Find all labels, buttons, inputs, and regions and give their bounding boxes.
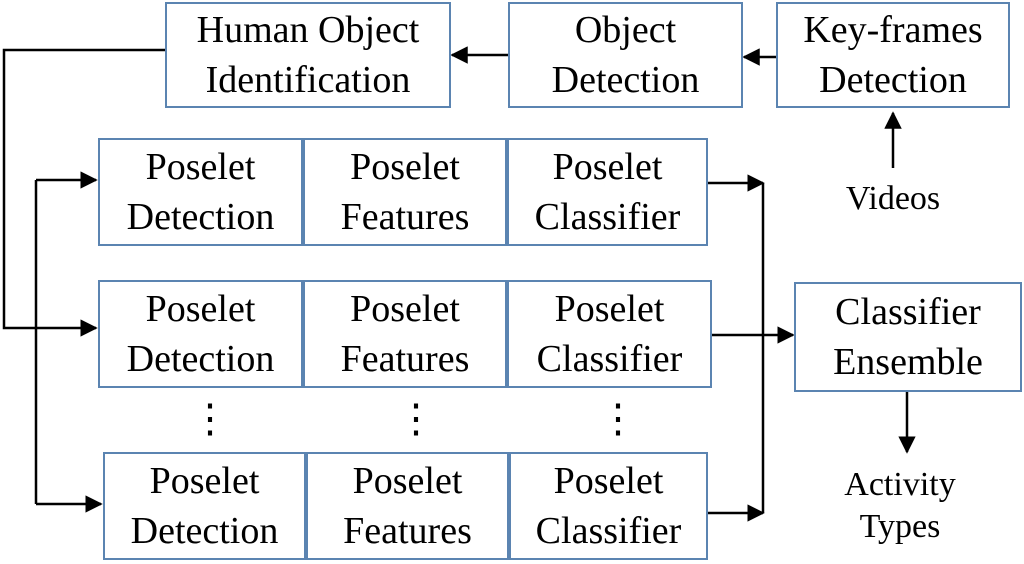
poselet-features-box: Poselet Features	[303, 138, 507, 246]
box-line: Detection	[126, 338, 275, 380]
box-line: Ensemble	[833, 341, 983, 383]
box-line: Classifier	[535, 510, 682, 552]
poselet-detection-box: Poselet Detection	[103, 452, 306, 560]
object-detection-box: Object Detection	[508, 2, 743, 108]
poselet-classifier-box: Poselet Classifier	[507, 280, 712, 388]
activity-types-label: Activity Types	[830, 464, 970, 548]
box-line: Classifier	[534, 196, 681, 238]
keyframes-detection-box: Key-frames Detection	[776, 2, 1010, 108]
poselet-classifier-box: Poselet Classifier	[507, 138, 708, 246]
human-object-identification-box: Human Object Identification	[165, 2, 451, 108]
ellipsis-classifier: ⋮	[598, 396, 638, 441]
activity-types-line: Types	[859, 508, 941, 545]
box-line: Detection	[130, 510, 279, 552]
box-line: Poselet	[352, 460, 463, 502]
videos-label: Videos	[845, 180, 941, 217]
box-line: Poselet	[350, 146, 460, 188]
box-line: Poselet	[145, 288, 256, 330]
box-line: Classifier	[835, 291, 981, 333]
box-line: Poselet	[554, 288, 665, 330]
box-line: Detection	[126, 196, 275, 238]
box-line: Poselet	[552, 146, 663, 188]
box-line: Classifier	[536, 338, 683, 380]
box-line: Poselet	[350, 288, 460, 330]
box-line: Object	[574, 9, 677, 51]
box-line: Detection	[819, 59, 967, 101]
activity-types-line: Activity	[844, 466, 956, 503]
box-line: Identification	[205, 59, 411, 101]
box-line: Poselet	[553, 460, 664, 502]
poselet-classifier-box: Poselet Classifier	[509, 452, 708, 560]
box-line: Features	[340, 196, 470, 238]
box-line: Poselet	[145, 146, 256, 188]
poselet-features-box: Poselet Features	[303, 280, 507, 388]
box-line: Human Object	[196, 9, 420, 51]
poselet-features-box: Poselet Features	[306, 452, 509, 560]
classifier-ensemble-box: Classifier Ensemble	[794, 282, 1022, 392]
box-line: Features	[340, 338, 470, 380]
box-line: Detection	[551, 59, 700, 101]
box-line: Features	[343, 510, 472, 552]
ellipsis-features: ⋮	[396, 396, 436, 441]
poselet-detection-box: Poselet Detection	[98, 280, 303, 388]
box-line: Key-frames	[803, 9, 983, 51]
poselet-detection-box: Poselet Detection	[98, 138, 303, 246]
line-human-to-branch	[2, 48, 165, 330]
box-line: Poselet	[149, 460, 260, 502]
ellipsis-detection: ⋮	[190, 396, 230, 441]
